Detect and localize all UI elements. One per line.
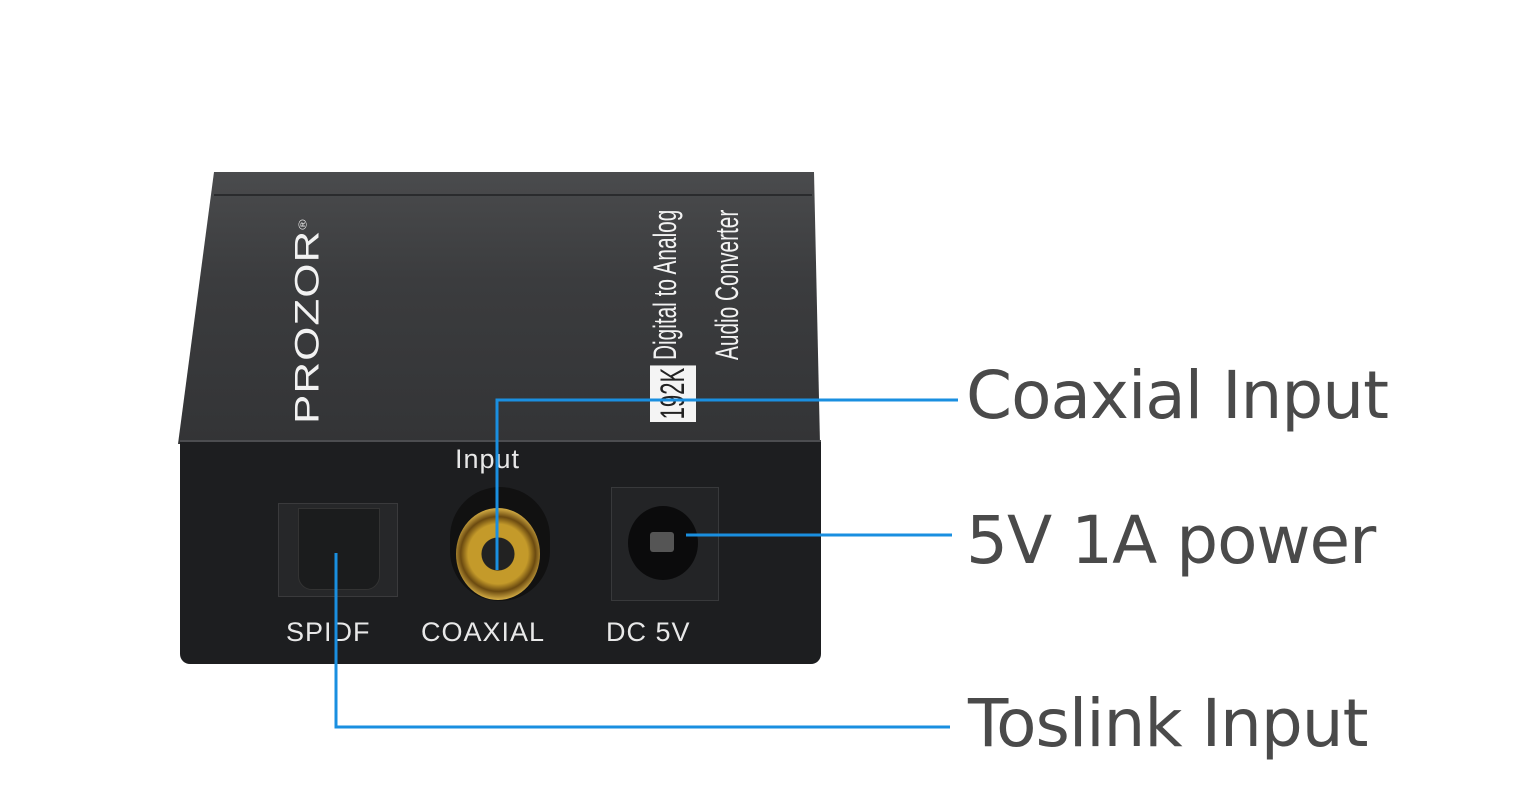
callout-power: 5V 1A power <box>966 502 1376 579</box>
callout-coaxial-input: Coaxial Input <box>966 357 1389 434</box>
toslink-port-shutter <box>298 508 380 590</box>
port-label-spidf: SPIDF <box>286 617 371 647</box>
dc-power-pin <box>650 532 674 552</box>
input-label: Input <box>455 444 521 474</box>
toslink-leader-line <box>334 553 950 729</box>
callout-toslink-input: Toslink Input <box>968 685 1368 762</box>
port-label-coaxial: COAXIAL <box>421 617 546 647</box>
coaxial-leader-line <box>495 398 958 570</box>
device-top-ridge <box>214 194 812 196</box>
port-label-dc: DC 5V <box>606 617 691 647</box>
